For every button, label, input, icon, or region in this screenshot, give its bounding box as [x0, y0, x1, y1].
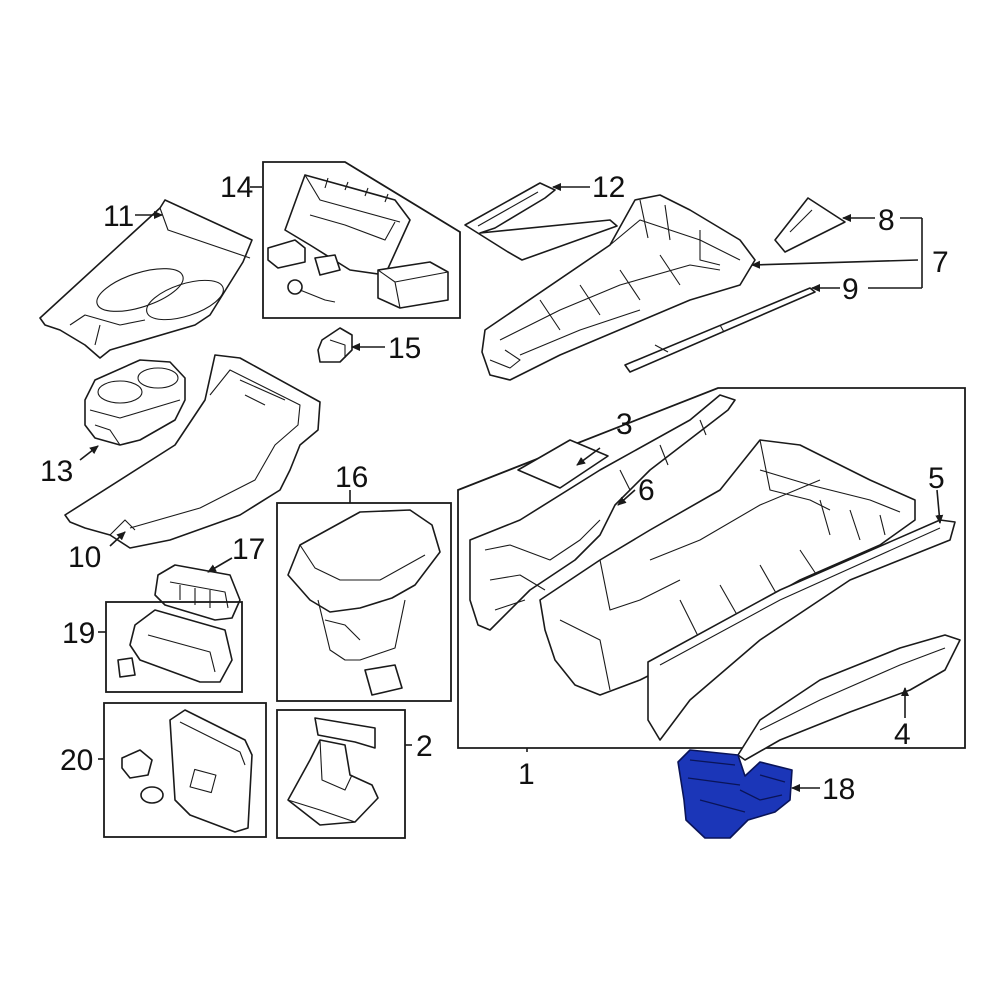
callout-18: 18: [822, 773, 855, 806]
part-12-trim-strip[interactable]: [464, 182, 618, 261]
part-2-frame: [276, 709, 406, 839]
callout-8: 8: [878, 204, 895, 237]
callout-10: 10: [68, 541, 101, 574]
callout-12: 12: [592, 171, 625, 204]
callout-9: 9: [842, 273, 859, 306]
callout-17: 17: [232, 533, 265, 566]
callout-16: 16: [335, 461, 368, 494]
part-17-vent[interactable]: [154, 564, 241, 621]
callout-15: 15: [388, 332, 421, 365]
callout-1: 1: [518, 758, 535, 791]
part-18-duct[interactable]: [677, 749, 793, 839]
part-10-bezel[interactable]: [64, 354, 321, 549]
part-16-armrest[interactable]: [287, 509, 441, 696]
part-16-frame: [276, 502, 452, 702]
part-14-frame: [262, 161, 461, 319]
part-11-upper-trim[interactable]: [39, 199, 253, 359]
part-8-end-cap[interactable]: [774, 197, 846, 253]
callout-5: 5: [928, 462, 945, 495]
part-19-rear-vent[interactable]: [117, 609, 233, 683]
part-20-control-panel[interactable]: [121, 709, 253, 833]
callout-4: 4: [894, 718, 911, 751]
part-19-frame: [105, 601, 243, 693]
part-6-side-panel[interactable]: [469, 394, 736, 631]
part-15-bracket[interactable]: [317, 327, 353, 363]
callout-2: 2: [416, 730, 433, 763]
part-20-frame: [103, 702, 267, 838]
callout-19: 19: [62, 617, 95, 650]
callout-3: 3: [616, 408, 633, 441]
part-5-side-panel[interactable]: [647, 519, 956, 741]
part-4-trim-panel[interactable]: [737, 634, 961, 761]
part-14-storage-bin[interactable]: [267, 174, 449, 309]
leader-lines: [79, 183, 944, 792]
callout-14: 14: [220, 171, 253, 204]
part-13-cup-holder[interactable]: [84, 359, 186, 446]
callout-11: 11: [103, 200, 134, 233]
part-1-console-body[interactable]: [539, 439, 916, 696]
part-1-frame: [457, 387, 966, 749]
part-9-rod[interactable]: [624, 287, 816, 373]
part-2-shifter-base[interactable]: [287, 717, 379, 826]
callout-20: 20: [60, 744, 93, 777]
part-7-console-frame[interactable]: [481, 194, 756, 381]
callout-6: 6: [638, 474, 655, 507]
callout-7: 7: [932, 246, 949, 279]
callout-13: 13: [40, 455, 73, 488]
part-3-pad[interactable]: [517, 439, 609, 489]
callout-labels: 11 14 12 8 7 9 15 3 13 16 5 6 10 17 19 4…: [40, 171, 949, 806]
